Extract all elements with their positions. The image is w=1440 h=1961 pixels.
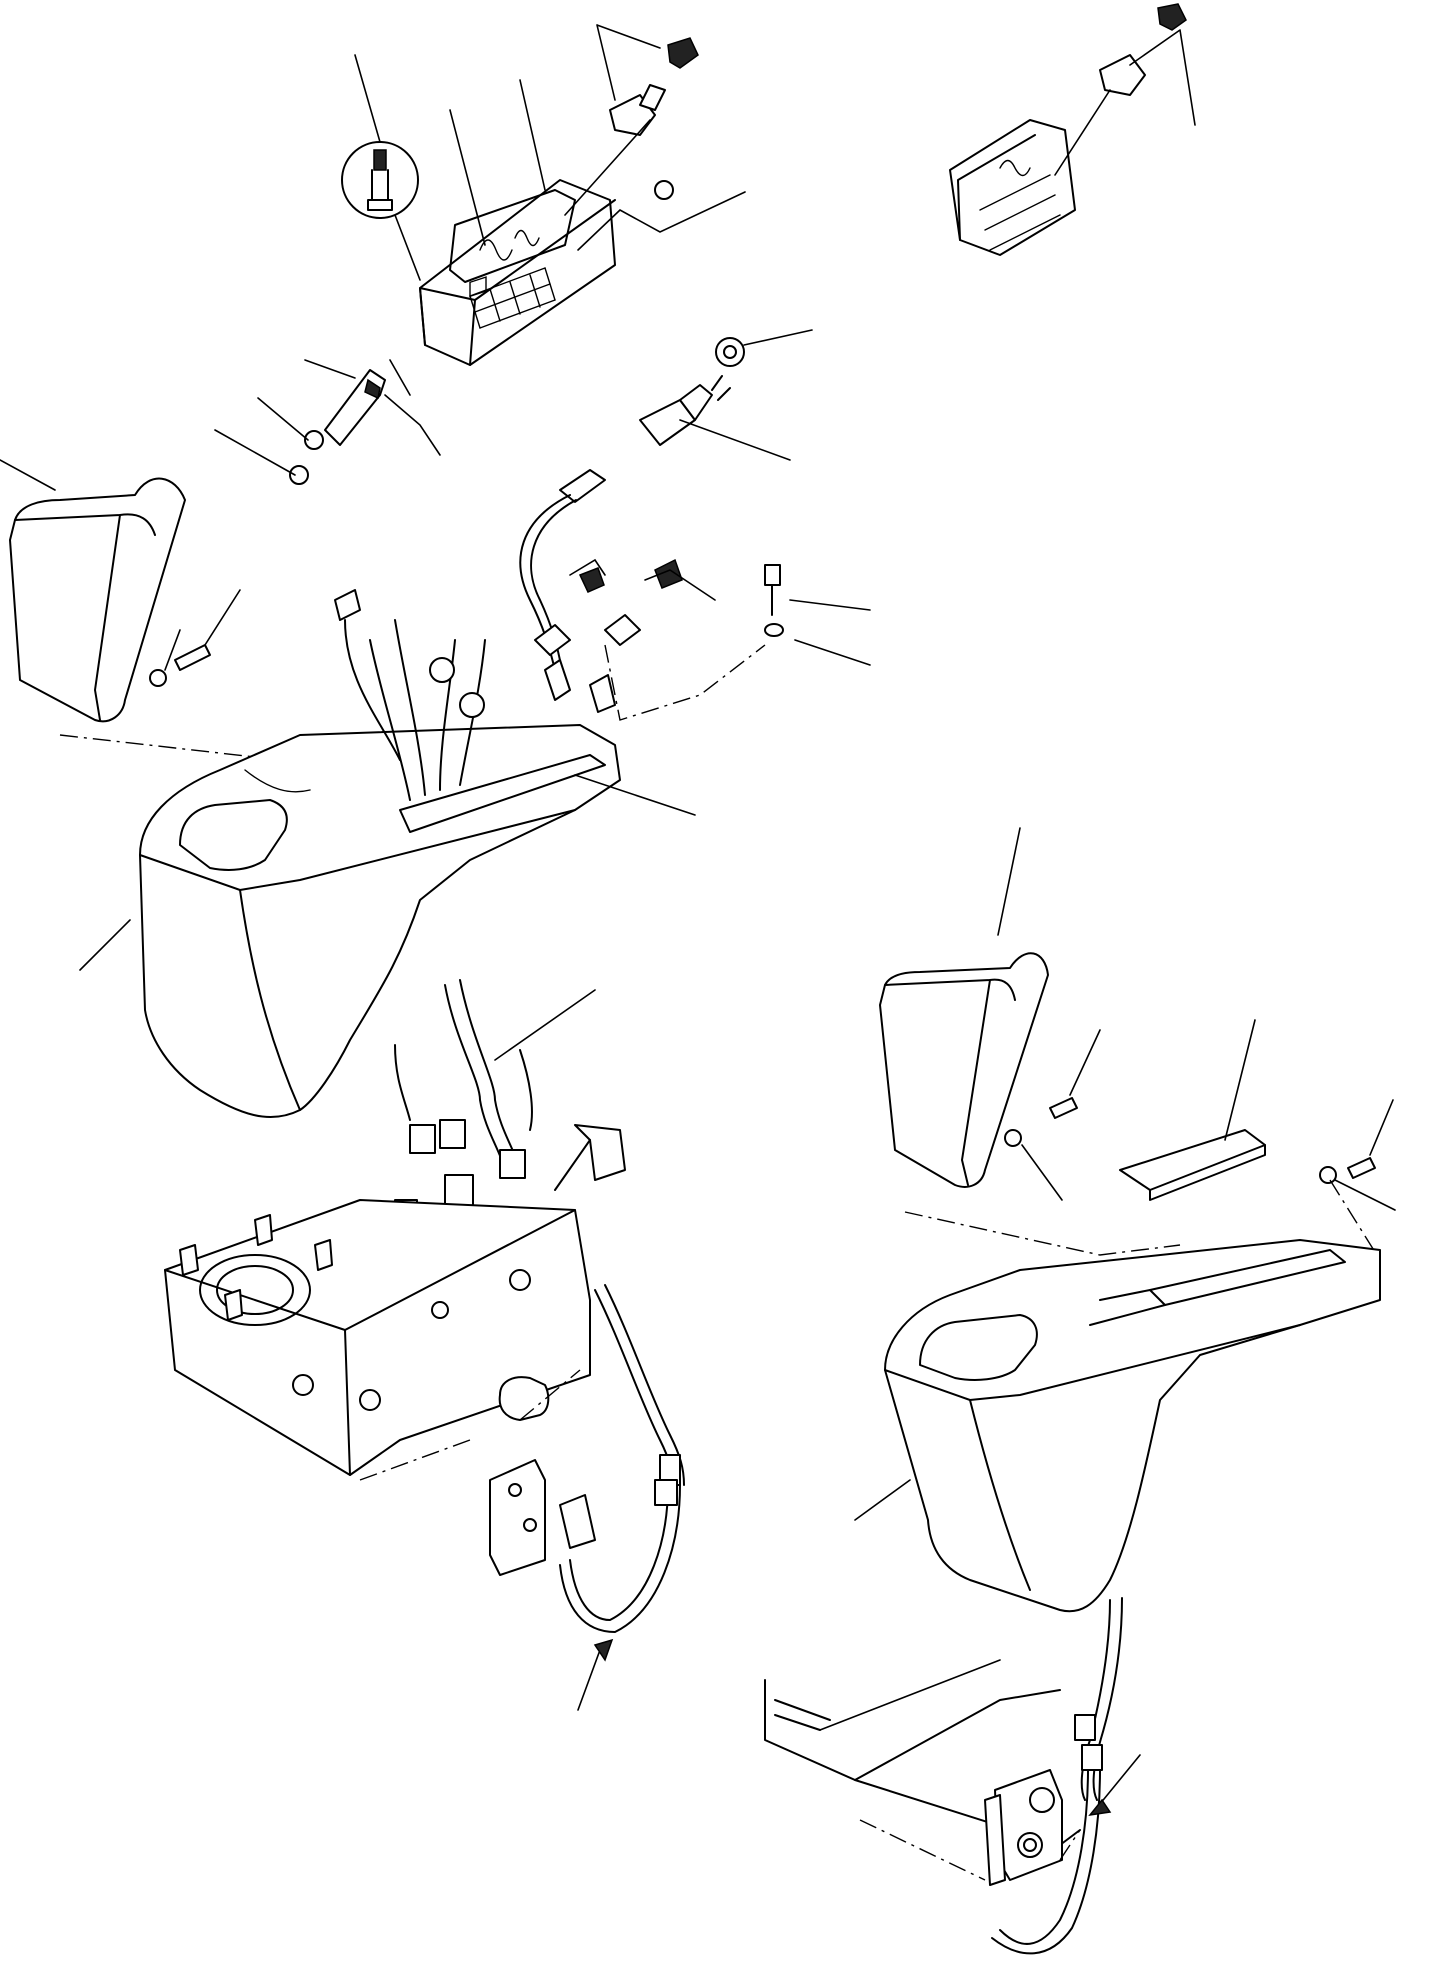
console-body-right — [854, 1239, 1381, 1955]
armrest-cushion-right — [879, 827, 1396, 1261]
floor-mount-right — [764, 1659, 1141, 1886]
switch-panel-assembly — [214, 24, 746, 485]
panel-detail-view — [949, 3, 1196, 256]
console-base-left — [164, 1124, 685, 1711]
armrest-cushion-left — [0, 459, 371, 771]
key-switch-assembly — [519, 329, 813, 671]
